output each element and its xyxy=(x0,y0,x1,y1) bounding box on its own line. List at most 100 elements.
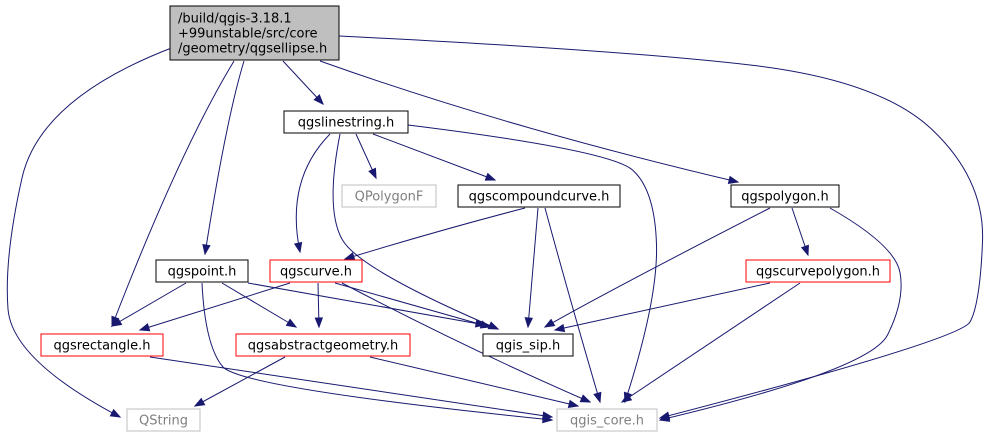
edge-compoundcurve-to-sip xyxy=(524,207,539,329)
edge-arrowhead xyxy=(487,321,500,330)
edge-compoundcurve-to-core xyxy=(544,207,602,404)
node-label: qgscompoundcurve.h xyxy=(469,190,610,205)
node-box xyxy=(341,184,437,208)
node-label: qgscurvepolygon.h xyxy=(756,265,880,280)
node-compoundcurve[interactable]: qgscompoundcurve.h xyxy=(457,184,621,208)
edge-line xyxy=(372,133,496,181)
edge-linestring-to-curve xyxy=(293,133,331,254)
node-box xyxy=(235,333,411,357)
node-label: qgscurve.h xyxy=(280,265,352,280)
edge-polygon-to-curvepolygon xyxy=(791,207,809,257)
node-curve[interactable]: qgscurve.h xyxy=(269,259,363,283)
edge-root-to-point xyxy=(202,60,245,256)
edge-arrowhead xyxy=(567,399,580,408)
edge-root-to-polygon xyxy=(319,60,740,184)
edge-line xyxy=(544,207,601,403)
node-box xyxy=(40,333,164,357)
edge-arrowhead xyxy=(193,397,206,407)
node-point[interactable]: qgspoint.h xyxy=(155,259,249,283)
node-label: +99unstable/src/core xyxy=(178,27,318,42)
edge-arrowhead xyxy=(484,172,497,181)
node-box xyxy=(283,110,409,134)
edge-abstractgeometry-to-core xyxy=(369,356,580,408)
edge-line xyxy=(527,207,539,328)
edge-linestring-to-sip xyxy=(332,133,500,330)
node-box xyxy=(482,333,574,357)
edge-line xyxy=(369,356,579,407)
edge-line xyxy=(334,282,491,328)
node-label: qgis_core.h xyxy=(570,414,644,429)
edge-arrowhead xyxy=(658,413,671,422)
node-label: /geometry/qgsellipse.h xyxy=(178,42,327,57)
edge-arrowhead xyxy=(543,318,556,328)
edge-arrowhead xyxy=(727,175,740,184)
edge-curvepolygon-to-core xyxy=(620,282,801,403)
node-root[interactable]: /build/qgis-3.18.1+99unstable/src/core/g… xyxy=(169,5,340,61)
edge-polygon-to-core xyxy=(658,207,902,422)
edge-linestring-to-core xyxy=(407,124,658,404)
edge-line xyxy=(6,46,175,418)
node-qstring[interactable]: QString xyxy=(126,408,201,432)
edge-point-to-rectangle xyxy=(110,282,187,327)
node-linestring[interactable]: qgslinestring.h xyxy=(283,110,409,134)
edge-root-to-linestring xyxy=(282,60,324,106)
edge-curve-to-sip xyxy=(334,282,492,329)
node-curvepolygon[interactable]: qgscurvepolygon.h xyxy=(745,259,891,283)
edge-arrowhead xyxy=(202,243,211,256)
edge-linestring-to-qpolygonf xyxy=(355,133,377,180)
node-box xyxy=(745,259,891,283)
node-box xyxy=(730,184,840,208)
edge-curve-to-rectangle xyxy=(138,282,291,332)
edge-line xyxy=(201,282,553,421)
edge-line xyxy=(221,282,297,328)
edge-line xyxy=(338,35,984,419)
node-label: qgsrectangle.h xyxy=(53,339,150,354)
edge-polygon-to-sip xyxy=(543,207,771,328)
edge-line xyxy=(319,60,739,183)
edge-compoundcurve-to-curve xyxy=(343,207,526,261)
edge-line xyxy=(332,133,499,330)
edge-line xyxy=(341,282,591,403)
node-qpolygonf[interactable]: QPolygonF xyxy=(341,184,437,208)
node-abstractgeometry[interactable]: qgsabstractgeometry.h xyxy=(235,333,411,357)
edge-arrowhead xyxy=(553,323,566,333)
edge-arrowhead xyxy=(138,323,151,332)
edge-arrowhead xyxy=(313,94,324,106)
edge-arrowhead xyxy=(579,394,592,403)
node-box xyxy=(556,408,658,432)
node-box xyxy=(269,259,363,283)
edge-arrowhead xyxy=(524,317,534,329)
edge-arrowhead xyxy=(109,408,122,418)
edge-line xyxy=(554,282,771,331)
edge-layer xyxy=(6,35,984,424)
edge-arrowhead xyxy=(620,393,633,403)
edge-arrowhead xyxy=(479,320,492,329)
node-sip[interactable]: qgis_sip.h xyxy=(482,333,574,357)
node-box xyxy=(169,5,340,61)
node-label: qgis_sip.h xyxy=(496,339,560,354)
edge-arrowhead xyxy=(541,411,554,420)
edge-point-to-abstractgeometry xyxy=(221,282,298,328)
node-label: qgspolygon.h xyxy=(741,190,829,205)
node-polygon[interactable]: qgspolygon.h xyxy=(730,184,840,208)
edge-line xyxy=(544,207,771,328)
edge-curve-to-core xyxy=(341,282,592,403)
node-box xyxy=(155,259,249,283)
node-label: /build/qgis-3.18.1 xyxy=(178,12,292,27)
node-box xyxy=(126,408,201,432)
edge-linestring-to-compoundcurve xyxy=(372,133,497,181)
edge-arrowhead xyxy=(368,167,377,180)
edge-arrowhead xyxy=(314,317,324,329)
edge-root-to-rectangle xyxy=(111,60,235,328)
edge-line xyxy=(282,60,324,105)
node-rectangle[interactable]: qgsrectangle.h xyxy=(40,333,164,357)
node-core[interactable]: qgis_core.h xyxy=(556,408,658,432)
node-label: qgslinestring.h xyxy=(298,116,394,131)
edge-arrowhead xyxy=(285,318,298,328)
edge-line xyxy=(111,282,187,327)
node-box xyxy=(457,184,621,208)
node-label: QString xyxy=(139,414,188,429)
edge-line xyxy=(659,207,902,421)
edge-root-to-qstring xyxy=(6,46,175,418)
